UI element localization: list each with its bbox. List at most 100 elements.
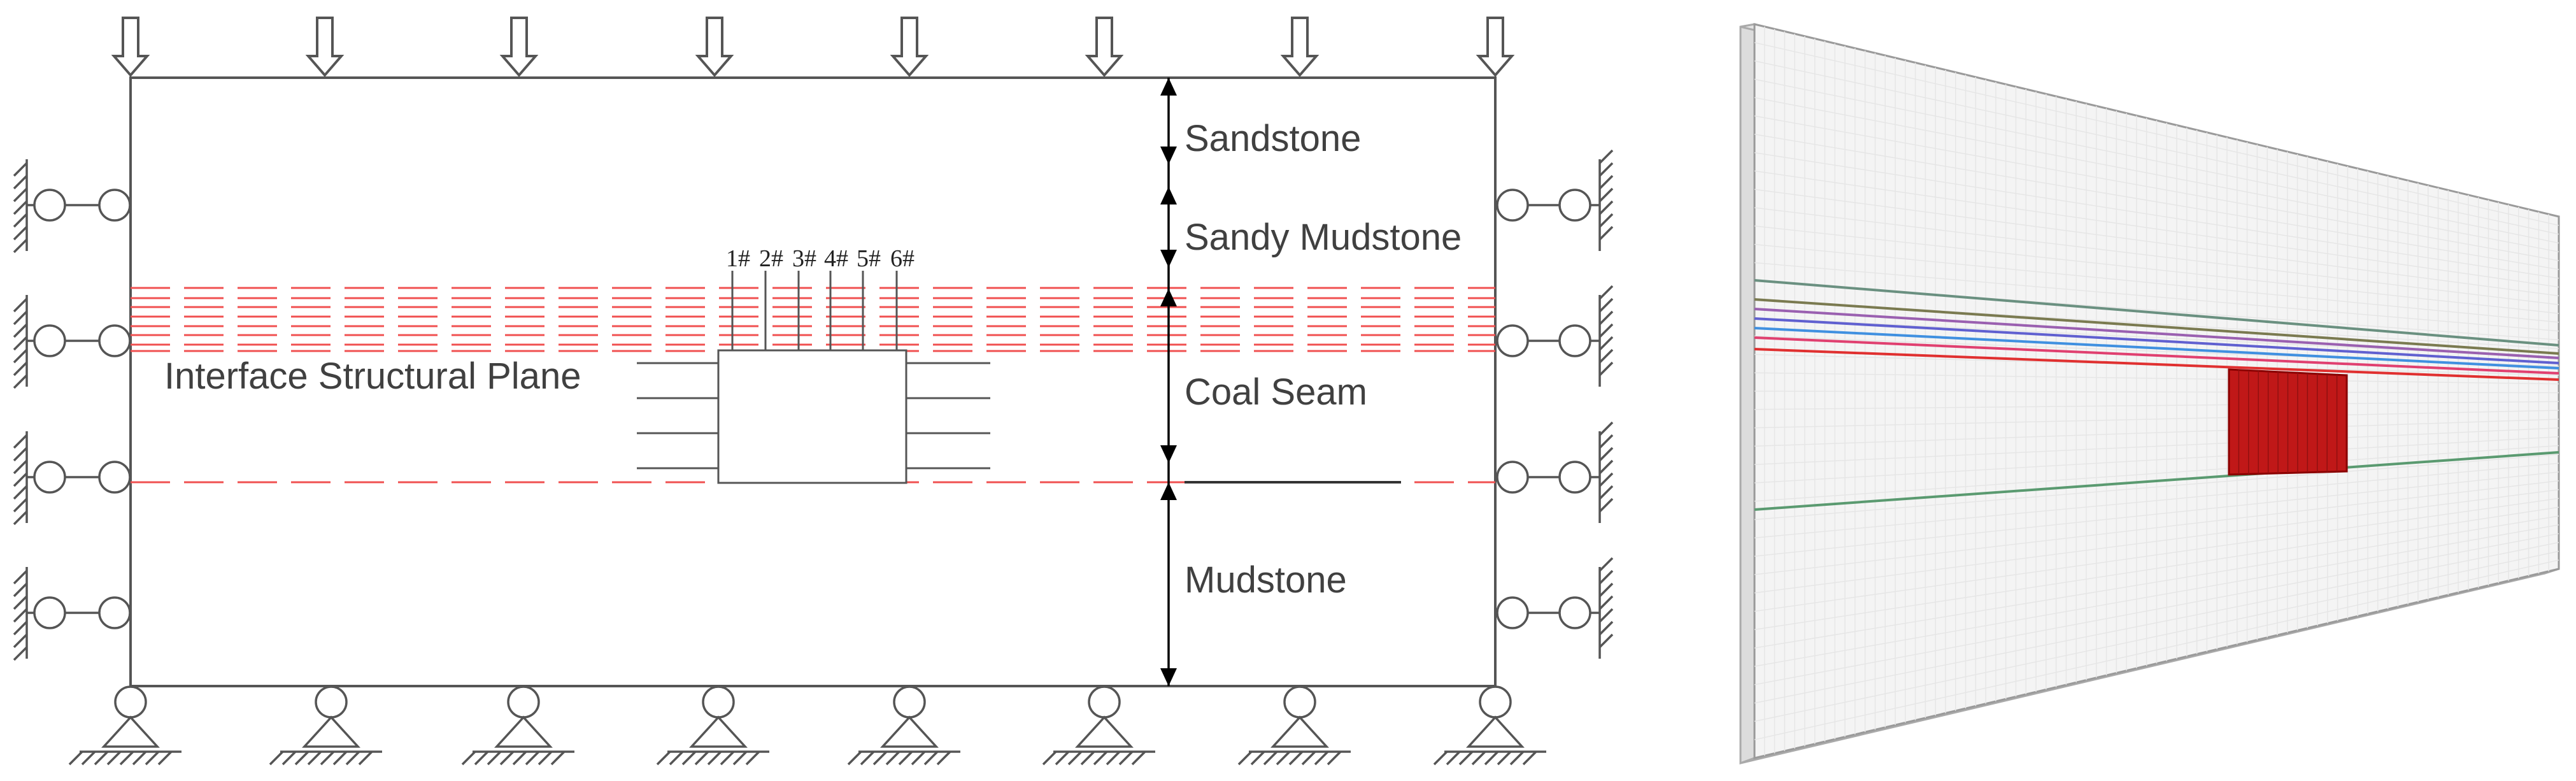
roadway-opening — [717, 349, 907, 484]
hatch — [1598, 187, 1614, 203]
ground-hatch — [1237, 750, 1253, 766]
hatch — [1598, 162, 1614, 177]
ground-hatch — [1131, 750, 1146, 766]
ground-hatch — [1118, 750, 1134, 766]
ground-hatch — [860, 750, 875, 766]
ground-hatch — [1314, 750, 1329, 766]
roller-circle — [1558, 461, 1591, 494]
ground-hatch — [681, 750, 697, 766]
ground-hatch — [1301, 750, 1316, 766]
mesh-line — [1754, 152, 2559, 279]
pin-circle — [315, 685, 348, 719]
interface-line-bottom — [1754, 451, 2559, 511]
interface-structural-plane-label: Interface Structural Plane — [164, 355, 581, 397]
ground-hatch — [1067, 750, 1083, 766]
ground-hatch — [1522, 750, 1537, 766]
load-arrow — [499, 17, 539, 78]
roller-circle — [1558, 596, 1591, 629]
roller-circle — [33, 596, 66, 629]
ground-hatch — [1458, 750, 1474, 766]
mesh-line — [1754, 226, 2559, 314]
ground-hatch — [707, 750, 722, 766]
mesh-line — [1754, 372, 2559, 385]
mesh-line — [1754, 42, 2559, 226]
roller-circle — [1496, 189, 1529, 222]
ground-hatch — [1433, 750, 1448, 766]
hatch — [1598, 485, 1614, 500]
ground-hatch — [145, 750, 160, 766]
ground-hatch — [332, 750, 348, 766]
roller-circle — [98, 461, 131, 494]
hatch — [13, 175, 28, 190]
layer-label-coal-seam: Coal Seam — [1185, 371, 1367, 413]
model-block-side — [1739, 23, 1756, 765]
monitoring-markers: 1#2#3#4#5#6# — [726, 245, 914, 272]
mesh-line — [1754, 207, 2559, 305]
hatch — [13, 200, 28, 215]
pin-triangle — [1270, 715, 1329, 748]
hatch — [13, 595, 28, 610]
hatch — [13, 310, 28, 326]
ground-hatch — [1263, 750, 1278, 766]
hatch — [13, 348, 28, 364]
hatch — [1598, 361, 1614, 376]
arrowhead-up — [1160, 187, 1177, 204]
ground-hatch — [1276, 750, 1291, 766]
right-roller-supports — [1496, 149, 1614, 659]
roller-circle — [1496, 596, 1529, 629]
ground-hatch — [119, 750, 134, 766]
hatch — [13, 213, 28, 228]
hatch — [13, 238, 28, 254]
mesh-line — [1754, 115, 2559, 261]
interface-line — [1754, 336, 2559, 375]
ground-hatch — [656, 750, 671, 766]
roller-circle — [1496, 461, 1529, 494]
pin-triangle — [1466, 715, 1525, 748]
ground-hatch — [81, 750, 96, 766]
ground-hatch — [898, 750, 913, 766]
hatch — [13, 582, 28, 598]
dimension-arrowheads — [1160, 78, 1177, 686]
hatch — [1598, 226, 1614, 241]
hatch — [13, 459, 28, 475]
mesh-line — [1754, 189, 2559, 297]
hatch — [1598, 582, 1614, 598]
ground-hatch — [461, 750, 476, 766]
mesh-line — [1754, 550, 2559, 722]
ground-hatch — [94, 750, 109, 766]
interface-line — [1754, 317, 2559, 364]
ground-hatch — [512, 750, 527, 766]
interface-structural-planes — [131, 287, 1495, 484]
hatch — [1598, 323, 1614, 338]
hatch — [1598, 336, 1614, 351]
mesh-line — [1754, 427, 2559, 465]
hatch — [13, 361, 28, 376]
mesh-line — [1754, 541, 2559, 704]
layer-label-sandy-mudstone: Sandy Mudstone — [1185, 217, 1462, 258]
ground-hatch — [720, 750, 735, 766]
ground-hatch — [269, 750, 284, 766]
marker-label-5: 5# — [857, 245, 881, 272]
pin-circle — [114, 685, 147, 719]
pin-triangle — [101, 715, 160, 748]
ground-hatch — [474, 750, 489, 766]
hatch — [1598, 421, 1614, 436]
bottom-pin-supports — [68, 685, 1546, 766]
mesh-line — [1754, 436, 2559, 484]
interface-bands — [1754, 279, 2559, 511]
ground-hatch — [68, 750, 83, 766]
numerical-model-3d — [1739, 23, 2560, 765]
ground-hatch — [1509, 750, 1525, 766]
mesh-line — [1754, 533, 2559, 685]
roller-circle — [33, 324, 66, 357]
roadway — [637, 271, 990, 484]
mesh-line — [1754, 170, 2559, 288]
ground-hatch — [157, 750, 173, 766]
pin-circle — [1479, 685, 1512, 719]
roller-circle — [1496, 324, 1529, 357]
pin-triangle — [302, 715, 360, 748]
load-arrow — [1085, 17, 1124, 78]
hatch — [1598, 557, 1614, 572]
roller-circle — [98, 596, 131, 629]
